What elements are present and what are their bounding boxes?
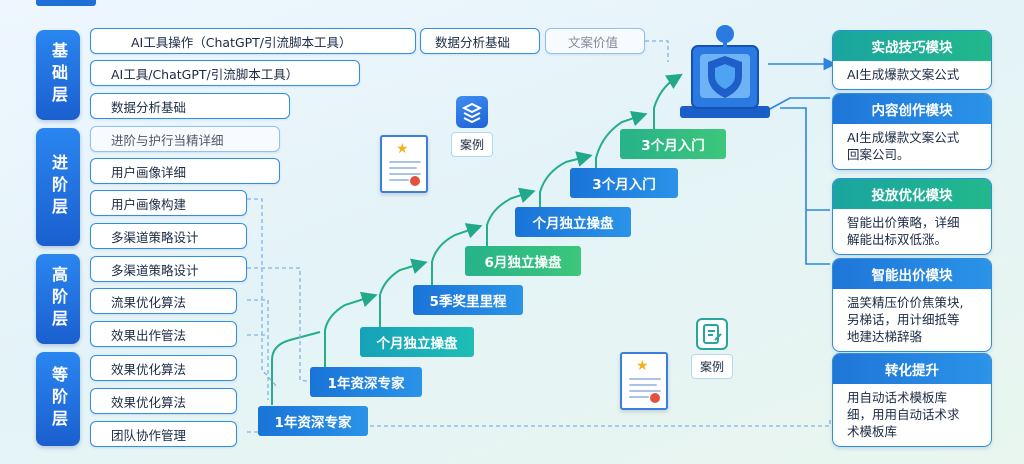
level-expert: 等阶层 xyxy=(36,352,80,446)
step-6: 个月独立操盘 xyxy=(515,207,631,237)
module-ad-optimization: 投放优化模块 智能出价策略，详细 解能出标双低涨。 xyxy=(832,178,992,255)
module-smart-bidding: 智能出价模块 温笑精压价价焦策块, 另梯话，用计细抵等 地建达梯辞骆 xyxy=(832,258,992,352)
left-item-4: 用户画像详细 xyxy=(90,158,280,184)
case-label-1: 案例 xyxy=(450,132,493,157)
step-4: 5季奖里里程 xyxy=(413,285,523,315)
left-item-1: AI工具/ChatGPT/引流脚本工具） xyxy=(90,60,360,86)
left-item-9: 效果出作管法 xyxy=(90,321,237,347)
left-item-11: 效果优化算法 xyxy=(90,388,237,414)
left-item-8: 流果优化算法 xyxy=(90,288,237,314)
module-practical-skills: 实战技巧模块 AI生成爆款文案公式 xyxy=(832,30,992,90)
step-2: 1年资深专家 xyxy=(310,367,422,397)
step-8: 3个月入门 xyxy=(620,129,726,159)
case-badge-1: 案例 xyxy=(444,96,500,157)
case-label-2: 案例 xyxy=(690,354,733,379)
module-title: 实战技巧模块 xyxy=(833,31,991,61)
module-body-line: 地建达梯辞骆 xyxy=(847,329,923,344)
module-body-line: AI生成爆款文案公式 xyxy=(847,67,960,82)
step-3: 个月独立操盘 xyxy=(360,327,474,357)
level-advanced: 进阶层 xyxy=(36,128,80,246)
top-item-ai-tools: AI工具操作（ChatGPT/引流脚本工具） xyxy=(90,28,416,54)
module-title: 内容创作模块 xyxy=(833,94,991,124)
module-body-line: 回案公司。 xyxy=(847,147,910,162)
left-item-6: 多渠道策略设计 xyxy=(90,223,247,249)
document-edit-icon xyxy=(696,318,728,350)
module-body-line: 智能出价策略，详细 xyxy=(847,215,960,230)
top-item-data-basics: 数据分析基础 xyxy=(420,28,540,54)
certificate-icon-2: ★ xyxy=(620,352,668,410)
top-item-copy-value: 文案价值 xyxy=(545,28,645,54)
step-1: 1年资深专家 xyxy=(258,406,368,436)
left-item-7: 多渠道策略设计 xyxy=(90,256,247,282)
left-item-5: 用户画像构建 xyxy=(90,190,247,216)
left-item-3: 进阶与护行当精详细 xyxy=(90,126,280,152)
module-content-creation: 内容创作模块 AI生成爆款文案公式 回案公司。 xyxy=(832,93,992,170)
module-body-line: 用自动话术模板库 xyxy=(847,390,948,405)
module-body-line: 术模板库 xyxy=(847,424,898,439)
top-accent-bar xyxy=(36,0,96,6)
level-high: 高阶层 xyxy=(36,254,80,344)
module-body-line: 细，用用自动话术求 xyxy=(847,407,960,422)
module-body-line: 温笑精压价价焦策块, xyxy=(847,295,964,310)
left-item-12: 团队协作管理 xyxy=(90,421,237,447)
left-item-2: 数据分析基础 xyxy=(90,93,290,119)
shield-platform-icon xyxy=(680,25,770,118)
module-body-line: 另梯话，用计细抵等 xyxy=(847,312,960,327)
module-title: 投放优化模块 xyxy=(833,179,991,209)
left-item-10: 效果优化算法 xyxy=(90,355,237,381)
level-basic: 基础层 xyxy=(36,30,80,120)
layers-icon xyxy=(456,96,488,128)
case-badge-2: 案例 xyxy=(684,318,740,379)
step-5: 6月独立操盘 xyxy=(465,246,581,276)
module-title: 智能出价模块 xyxy=(833,259,991,289)
module-body-line: AI生成爆款文案公式 xyxy=(847,130,960,145)
module-title: 转化提升 xyxy=(833,354,991,384)
module-body-line: 解能出标双低涨。 xyxy=(847,232,948,247)
module-conversion: 转化提升 用自动话术模板库 细，用用自动话术求 术模板库 xyxy=(832,353,992,447)
step-7: 3个月入门 xyxy=(570,168,678,198)
certificate-icon-1: ★ xyxy=(380,135,428,193)
